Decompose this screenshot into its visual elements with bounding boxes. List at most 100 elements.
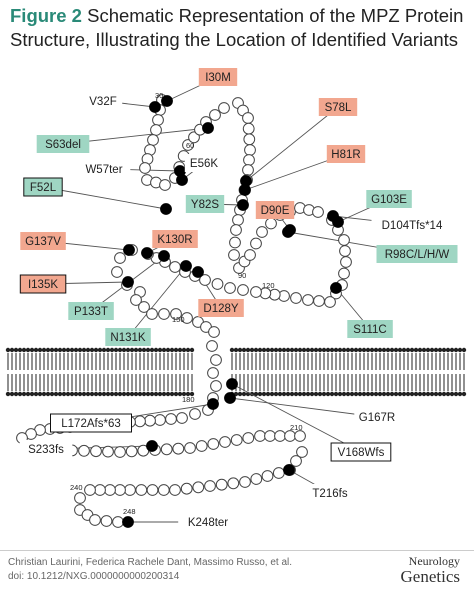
lipid-head [53,391,59,397]
lipid-head [413,391,419,397]
residue-bead [111,266,123,278]
lipid-head [377,391,383,397]
residue-bead [239,476,251,488]
lipid-head [417,347,423,353]
residue-bead [138,301,150,313]
lipid-head [285,347,291,353]
variant-label: G137V [20,232,66,250]
lipid-head [385,391,391,397]
residue-bead [230,434,243,446]
variant-label: K248ter [178,513,238,531]
figure-title-text: Schematic Representation of the MPZ Prot… [10,5,464,50]
lipid-head [137,391,143,397]
residue-bead [209,109,221,121]
variant-label-box [347,320,393,338]
residue-bead [312,206,324,218]
lipid-head [89,347,95,353]
variant-label-text: S233fs [28,444,64,456]
variant-label-text: H81R [331,149,360,161]
lipid-head [269,391,275,397]
variant-leader [245,106,339,182]
residue-bead [100,515,113,527]
lipid-head [161,347,167,353]
lipid-head [37,347,43,353]
residue-bead [146,484,159,496]
lipid-head [105,347,111,353]
residue-bead [130,294,142,306]
lipid-head [149,347,155,353]
lipid-head [449,347,455,353]
lipid-head [261,347,267,353]
variant-residue [180,260,192,272]
lipid-head [81,347,87,353]
variant-residue [161,95,173,107]
variant-label: E56K [184,154,224,172]
residue-number: 120 [262,281,275,290]
footer-credits: Christian Laurini, Federica Rachele Dant… [8,556,292,584]
variant-residue [207,398,219,410]
residue-bead [250,237,262,250]
variant-residue [160,203,172,215]
residue-bead [134,415,146,428]
lipid-head [357,347,363,353]
residue-bead [172,442,185,455]
lipid-head [405,391,411,397]
lipid-head [25,347,31,353]
lipid-head [301,347,307,353]
lipid-head [445,391,451,397]
variant-label-text: V168Wfs [338,447,385,459]
lipid-head [41,347,47,353]
lipid-head [405,347,411,353]
variant-label: L172Afs*63 [50,413,132,433]
lipid-head [9,391,15,397]
variant-label-text: E56K [190,158,218,170]
lipid-head [257,391,263,397]
lipid-head [337,347,343,353]
variant-residue [202,122,214,134]
lipid-head [121,347,127,353]
residue-bead [195,440,208,452]
lipid-head [5,347,11,353]
variant-label: S233fs [19,440,73,458]
lipid-head [321,391,327,397]
lipid-head [125,347,131,353]
lipid-head [145,391,151,397]
lipid-head [61,391,67,397]
lipid-head [21,391,27,397]
residue-bead [192,481,205,494]
lipid-head [77,347,83,353]
variant-label: I135K [19,274,67,294]
variant-label: N131K [105,328,151,346]
lipid-head [425,347,431,353]
residue-bead [125,445,138,458]
residue-bead [94,484,106,496]
lipid-head [269,347,275,353]
lipid-head [141,347,147,353]
lipid-head [229,347,235,353]
lipid-head [61,347,67,353]
residue-bead [104,484,116,496]
variant-label: T216fs [303,484,357,502]
lipid-head [165,391,171,397]
residue-bead [261,470,274,482]
variant-label: D104Tfs*14 [371,216,453,234]
lipid-head [317,347,323,353]
lipid-head [45,391,51,397]
lipid-head [341,391,347,397]
lipid-head [365,391,371,397]
residue-bead [180,482,193,495]
lipid-head [189,347,195,353]
residue-bead [224,282,236,294]
lipid-head [277,347,283,353]
variant-label: P133T [68,302,114,320]
lipid-head [289,391,295,397]
variant-label: I30M [198,68,238,86]
variant-residue [330,282,342,294]
variant-label-box [50,413,132,433]
variant-residue [141,247,153,259]
lipid-head [73,347,79,353]
variant-leader [231,383,362,453]
variant-label-text: N131K [110,332,145,344]
lipid-head [145,347,151,353]
